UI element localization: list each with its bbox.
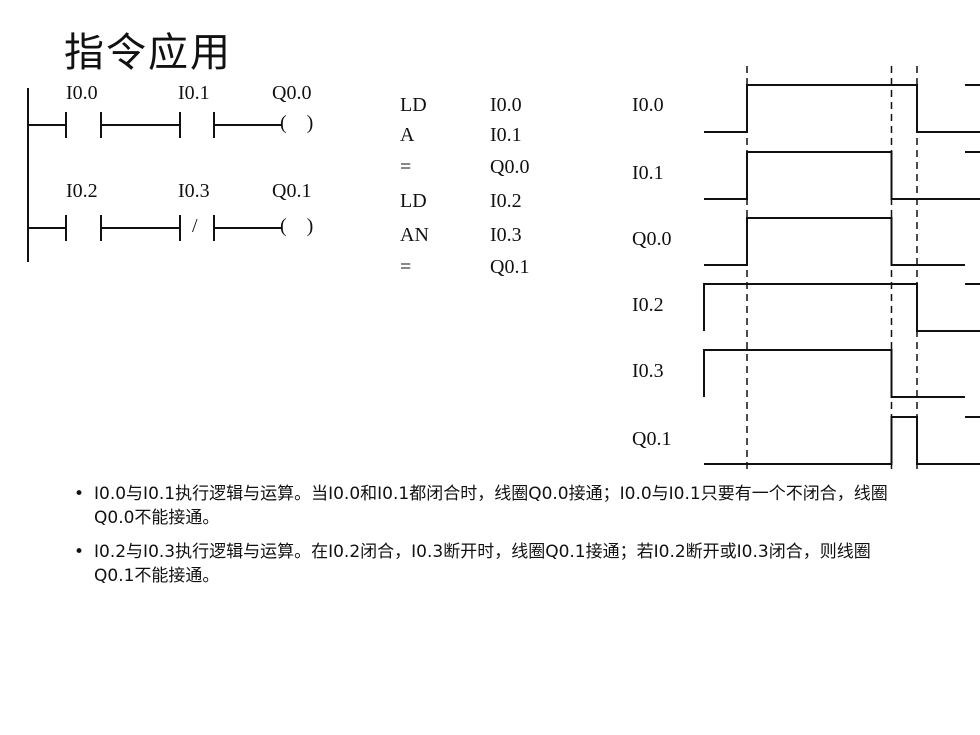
il-arg: I0.3 — [490, 224, 522, 246]
il-op: = — [400, 156, 412, 178]
il-arg: I0.2 — [490, 190, 522, 212]
coil-symbol: ( ) — [280, 215, 314, 237]
bullet-item: • I0.2与I0.3执行逻辑与运算。在I0.2闭合，I0.3断开时，线圈Q0.… — [72, 540, 902, 588]
timing-label: Q0.1 — [632, 428, 672, 450]
slide-title: 指令应用 — [64, 30, 232, 76]
bullet-text: I0.0与I0.1执行逻辑与运算。当I0.0和I0.1都闭合时，线圈Q0.0接通… — [94, 484, 888, 528]
il-arg: I0.1 — [490, 124, 522, 146]
waveform-I0.3 — [703, 349, 965, 398]
coil-label: Q0.1 — [272, 180, 312, 202]
waveform-I0.0 — [704, 84, 980, 133]
bullet-dot: • — [74, 542, 85, 562]
il-arg: Q0.1 — [490, 256, 530, 278]
contact-label: I0.3 — [178, 180, 210, 202]
waveform-I0.2 — [703, 283, 980, 332]
il-op: LD — [400, 190, 427, 212]
bullet-list: • I0.0与I0.1执行逻辑与运算。当I0.0和I0.1都闭合时，线圈Q0.0… — [72, 482, 902, 598]
il-op: AN — [400, 224, 429, 246]
contact-label: I0.1 — [178, 82, 210, 104]
waveform-Q0.0 — [704, 217, 965, 266]
il-arg: I0.0 — [490, 94, 522, 116]
bullet-dot: • — [74, 484, 85, 504]
il-arg: Q0.0 — [490, 156, 530, 178]
timing-label: I0.0 — [632, 94, 664, 116]
timing-label: I0.1 — [632, 162, 664, 184]
bullet-item: • I0.0与I0.1执行逻辑与运算。当I0.0和I0.1都闭合时，线圈Q0.0… — [72, 482, 902, 530]
coil-label: Q0.0 — [272, 82, 312, 104]
il-op: A — [400, 124, 415, 146]
bullet-text: I0.2与I0.3执行逻辑与运算。在I0.2闭合，I0.3断开时，线圈Q0.1接… — [94, 542, 871, 586]
timing-label: Q0.0 — [632, 228, 672, 250]
contact-label: I0.2 — [66, 180, 98, 202]
timing-label: I0.2 — [632, 294, 664, 316]
waveform-I0.1 — [704, 151, 980, 200]
il-op: LD — [400, 94, 427, 116]
contact-label: I0.0 — [66, 82, 98, 104]
timing-label: I0.3 — [632, 360, 664, 382]
waveform-Q0.1 — [704, 416, 980, 465]
nc-mark: / — [192, 215, 198, 237]
coil-symbol: ( ) — [280, 112, 314, 134]
il-op: = — [400, 256, 412, 278]
